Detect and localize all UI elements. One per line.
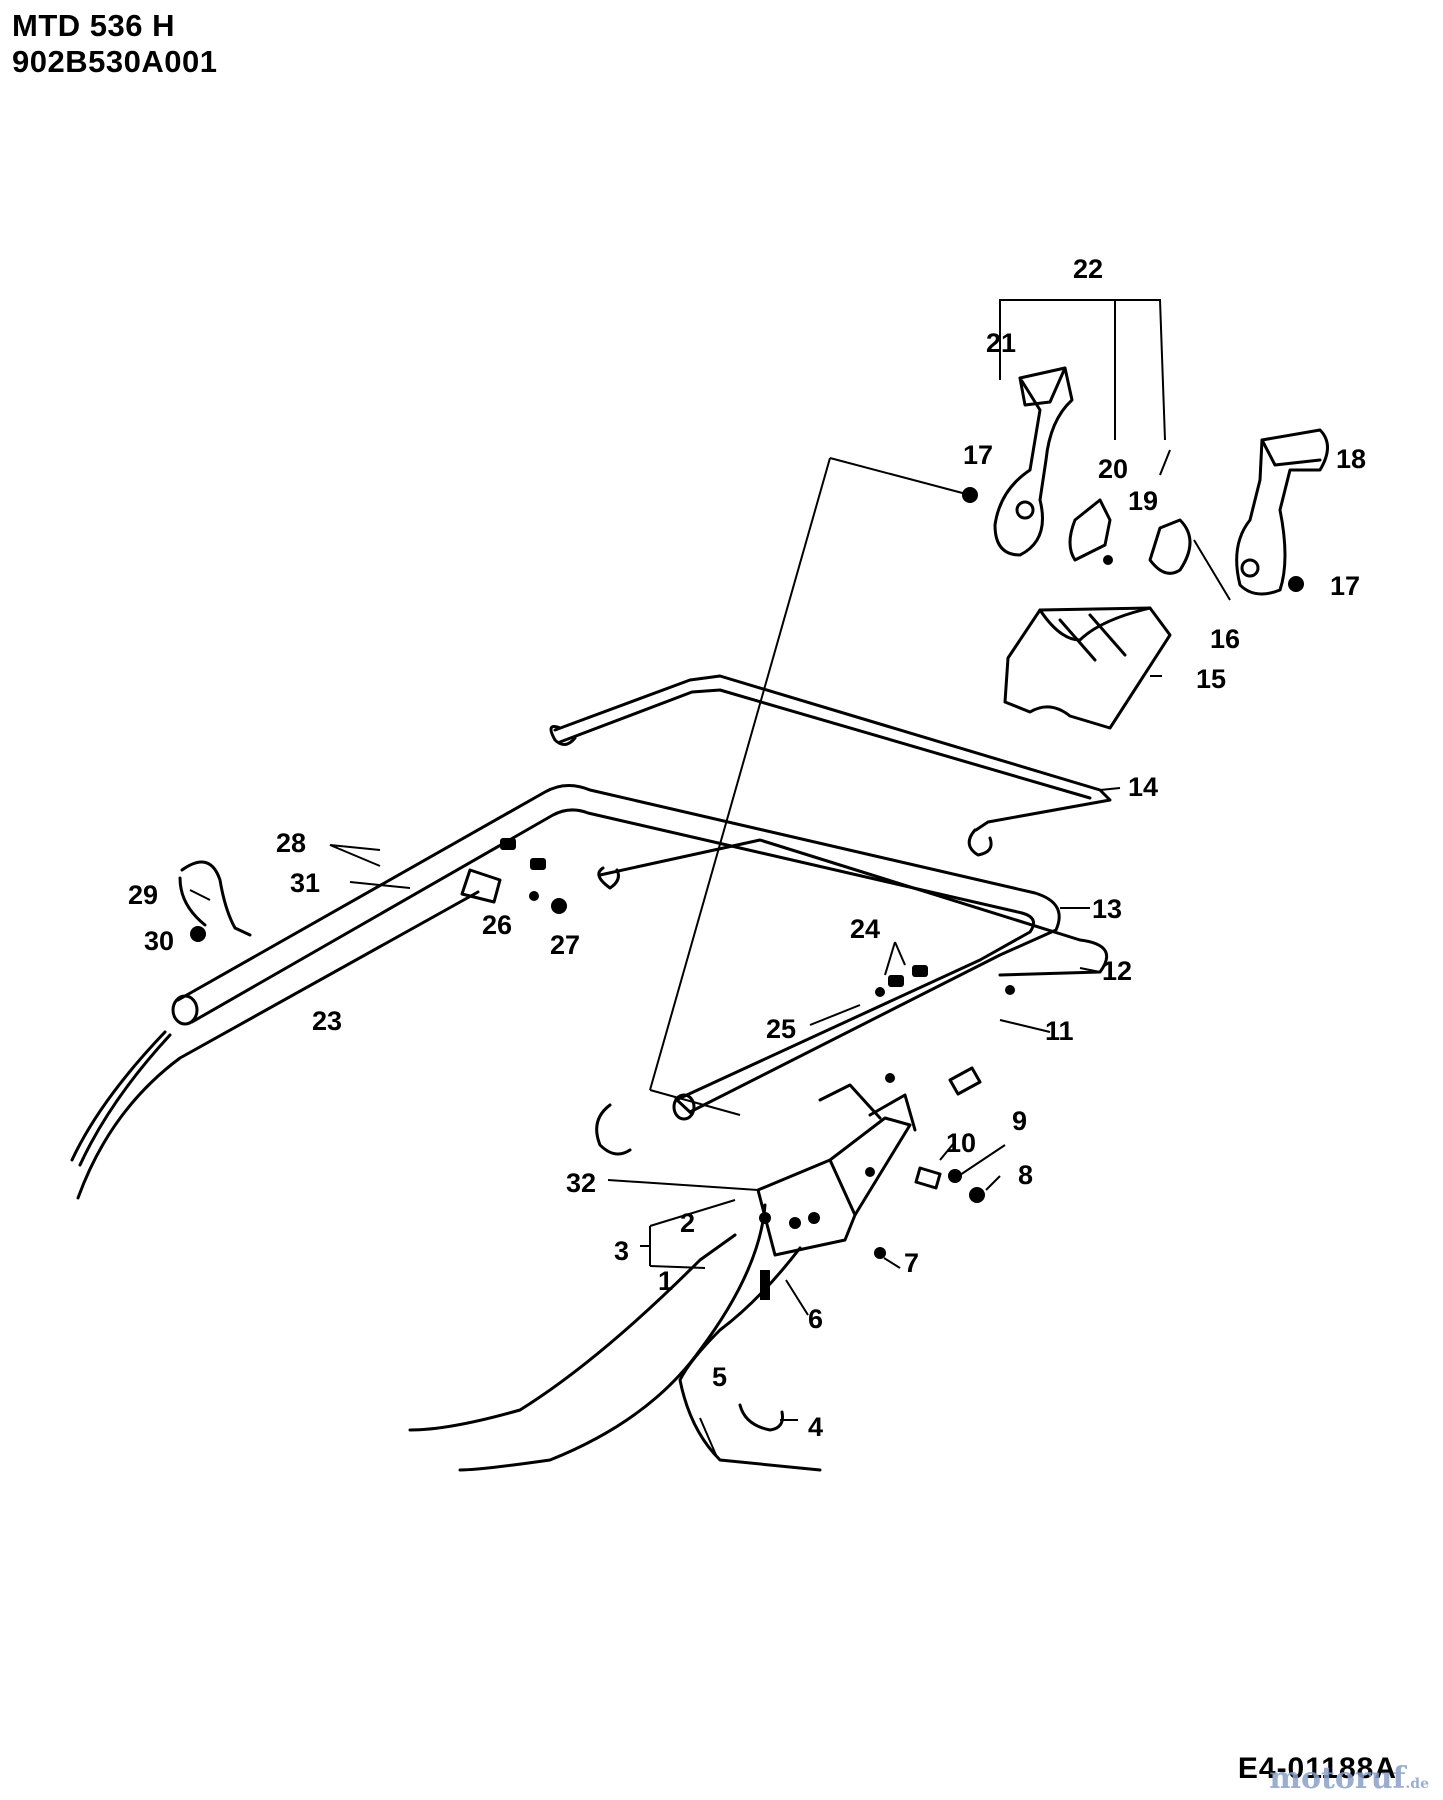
- leader-lines: [189, 299, 1231, 1456]
- cable-23: [76, 890, 480, 1200]
- upper-bar: [549, 674, 1112, 857]
- plate-20: [1068, 498, 1112, 562]
- cable-5: [678, 1246, 822, 1472]
- part-label-6: 6: [808, 1304, 823, 1334]
- part-label-15: 15: [1196, 664, 1226, 694]
- lever-18: [1235, 428, 1329, 596]
- part-label-25: 25: [766, 1014, 796, 1044]
- part-label-16: 16: [1210, 624, 1240, 654]
- part-number: 902B530A001: [12, 44, 218, 79]
- handle-bracket: [460, 868, 502, 904]
- part-label-18: 18: [1336, 444, 1366, 474]
- strut-rod: [598, 838, 1109, 977]
- cable-guide-29: [180, 860, 252, 937]
- watermark-text: motoruf: [1269, 1761, 1406, 1796]
- part-label-21: 21: [986, 328, 1016, 358]
- lever-21: [993, 366, 1074, 557]
- part-label-32: 32: [566, 1168, 596, 1198]
- part-label-4: 4: [808, 1412, 823, 1442]
- part-label-7: 7: [904, 1248, 919, 1278]
- part-label-31: 31: [290, 868, 320, 898]
- part-label-20: 20: [1098, 454, 1128, 484]
- part-label-14: 14: [1128, 772, 1158, 802]
- part-label-26: 26: [482, 910, 512, 940]
- spring-10: [914, 1166, 942, 1190]
- part-label-5: 5: [712, 1362, 727, 1392]
- part-label-24: 24: [850, 914, 880, 944]
- cable-2: [458, 1203, 767, 1472]
- part-label-11: 11: [1045, 1016, 1074, 1046]
- part-label-9: 9: [1012, 1106, 1027, 1136]
- cover-15: [1003, 606, 1172, 730]
- plate-16: [1148, 518, 1192, 575]
- part-label-3: 3: [614, 1236, 629, 1266]
- model-name: MTD 536 H: [12, 8, 175, 43]
- part-label-8: 8: [1018, 1160, 1033, 1190]
- bracket-32: [756, 1083, 917, 1257]
- watermark-logo: motoruf.de: [1269, 1761, 1429, 1796]
- spring-11: [948, 1066, 982, 1096]
- part-label-2: 2: [680, 1208, 695, 1238]
- watermark-tld: .de: [1405, 1776, 1429, 1792]
- part-label-19: 19: [1128, 486, 1158, 516]
- part-label-1: 1: [658, 1266, 673, 1296]
- diagram-reference: E4-01188A: [1237, 1752, 1397, 1785]
- part-label-28: 28: [276, 828, 306, 858]
- part-label-17-left: 17: [963, 440, 993, 470]
- part-label-13: 13: [1092, 894, 1122, 924]
- cable-1: [408, 1233, 737, 1432]
- cable-guide-4: [738, 1403, 784, 1432]
- part-label-29: 29: [128, 880, 158, 910]
- handle-bar: [70, 784, 1061, 1167]
- part-label-10: 10: [946, 1128, 976, 1158]
- part-label-30: 30: [144, 926, 174, 956]
- part-label-12: 12: [1102, 956, 1132, 986]
- part-label-22: 22: [1073, 254, 1103, 284]
- hardware: [190, 487, 1304, 1300]
- part-label-23: 23: [312, 1006, 342, 1036]
- part-label-27: 27: [550, 930, 580, 960]
- part-label-17-right: 17: [1330, 571, 1360, 601]
